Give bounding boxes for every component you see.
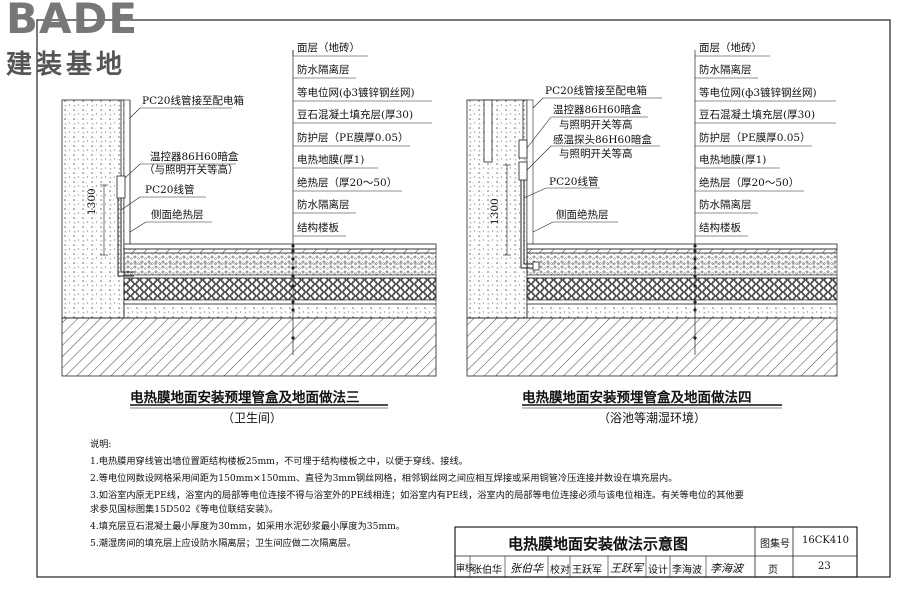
layer-label: 防护层（PE膜厚0.05） [699, 132, 811, 144]
note-item: 5.潮湿房间的填充层上应设防水隔离层；卫生间应做二次隔离层。 [90, 538, 357, 549]
notes-heading: 说明: [90, 439, 112, 450]
layer-label: 防护层（PE膜厚0.05） [297, 132, 409, 144]
layer-label: 电热地膜(厚1) [699, 154, 767, 166]
layer-label: 电热地膜(厚1) [297, 154, 365, 166]
design-label: 设计 [648, 565, 668, 576]
drawing-title: 电热膜地面安装做法示意图 [508, 535, 689, 553]
layer-label: 绝热层（厚20～50） [699, 177, 800, 189]
note-item: 2.等电位网数设网格采用间距为150mm×150mm、直径为3mm钢丝网格，相邻… [90, 473, 678, 484]
layer-label: 防水隔离层 [699, 64, 752, 76]
note-item: 4.填充层豆石混凝土最小厚度为30mm，如采用水泥砂浆最小厚度为35mm。 [90, 521, 406, 532]
atlas-label: 图集号 [760, 539, 790, 550]
thermostat-box-4 [518, 139, 528, 159]
pc20-label-3: PC20线管 [145, 184, 195, 196]
layer-label: 绝热层（厚20～50） [297, 177, 398, 189]
checker-signature: 王跃军 [610, 562, 643, 575]
check-label: 校对 [550, 565, 570, 576]
reviewer-name: 张伯华 [472, 565, 502, 576]
structure-slab-4 [466, 317, 838, 377]
reviewer-signature: 张伯华 [510, 562, 543, 575]
thermostat-note-4: 与照明开关等高 [559, 119, 633, 131]
designer-name: 李海波 [672, 565, 702, 576]
dimension-label-4: 1300 [489, 198, 501, 225]
thermostat-label-4: 温控器86H60暗盒 [553, 104, 642, 116]
layer-label: 防水隔离层 [699, 199, 752, 211]
diagram-4 [466, 50, 838, 377]
layer-label: 等电位网(ф3镀锌钢丝网) [297, 87, 415, 99]
diagram-3-title: 电热膜地面安装预埋管盒及地面做法三 [130, 390, 360, 406]
pc20-label-4: PC20线管 [549, 176, 599, 188]
layer-label: 防水隔离层 [297, 64, 350, 76]
title-block [454, 526, 858, 578]
pc20-to-box-label-3: PC20线管接至配电箱 [142, 95, 244, 107]
diagram-3 [61, 50, 437, 377]
logo-subtitle: 建装基地 [6, 50, 127, 80]
layer-label: 结构楼板 [699, 222, 741, 234]
diagram-4-title: 电热膜地面安装预埋管盒及地面做法四 [522, 390, 752, 406]
layer-label: 防水隔离层 [297, 199, 350, 211]
floor-tile-3 [123, 243, 437, 250]
review-label: 审核 [456, 564, 475, 574]
pc20-to-box-label-4: PC20线管接至配电箱 [545, 85, 647, 97]
dimension-label-3: 1300 [86, 188, 98, 215]
thermostat-note-3: （与照明开关等高） [144, 164, 239, 176]
thermostat-label-3: 温控器86H60暗盒 [150, 151, 239, 163]
checker-name: 王跃军 [572, 565, 602, 576]
diagram-4-subtitle: （浴池等潮湿环境） [598, 411, 707, 425]
insulation-layer-4 [526, 277, 838, 301]
note-item: 3.如浴室内原无PE线，浴室内的局部等电位连接不得与浴室外的PE线相连；如浴室内… [90, 490, 744, 501]
wall-3 [61, 99, 125, 319]
layer-label: 结构楼板 [297, 222, 339, 234]
sensor-note-4: 与照明开关等高 [559, 148, 633, 160]
layer-label: 豆石混凝土填充层(厚30) [297, 109, 414, 121]
atlas-number: 16CK410 [802, 535, 849, 546]
note-item: 1.电热膜用穿线管出墙位置距结构楼板25mm，不可埋于结构楼板之中，以便于穿线、… [90, 456, 468, 467]
designer-signature: 李海波 [710, 562, 743, 575]
sensor-box-4 [518, 161, 528, 181]
logo-bade: BADE [6, 0, 139, 43]
diagram-3-subtitle: （卫生间） [222, 411, 283, 425]
layer-label: 豆石混凝土填充层(厚30) [699, 109, 816, 121]
side-insulation-label-3: 侧面绝热层 [151, 209, 204, 221]
page-number: 23 [818, 561, 831, 572]
layer-label: 等电位网(ф3镀锌钢丝网) [699, 87, 817, 99]
side-insulation-label-4: 侧面绝热层 [556, 209, 609, 221]
structure-slab-3 [61, 317, 437, 377]
note-item: 求参见国标图集15D502《等电位联结安装》。 [90, 504, 279, 515]
page-label: 页 [768, 565, 778, 576]
insulation-layer-3 [123, 277, 437, 301]
sensor-label-4: 感温探头86H60暗盒 [553, 134, 652, 146]
layer-label: 面层（地砖） [297, 42, 360, 54]
floor-tile-4 [526, 243, 838, 250]
thermostat-box-3 [116, 175, 126, 199]
layer-label: 面层（地砖） [699, 42, 762, 54]
